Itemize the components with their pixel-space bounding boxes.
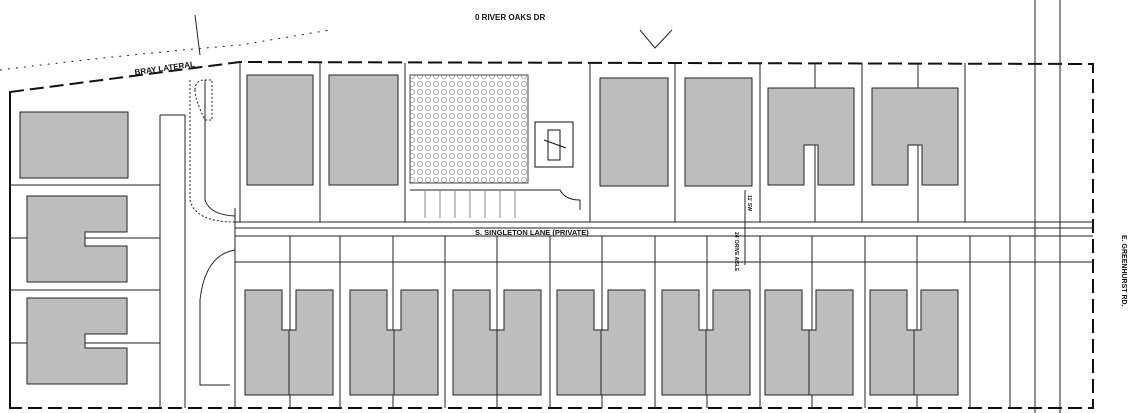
duplex-building	[767, 87, 855, 186]
duplex-building	[26, 297, 128, 385]
parking-stalls	[424, 190, 516, 218]
road-edge-north	[0, 29, 331, 71]
curb	[204, 80, 236, 217]
east-street-label: E. GREENHURST RD.	[1120, 235, 1127, 307]
dimension-drive: 24' DRIVE AISLE	[733, 232, 739, 272]
curb	[199, 249, 236, 386]
building	[684, 77, 753, 187]
lane-label: S. SINGLETON LANE (PRIVATE)	[475, 228, 589, 237]
context-line	[194, 14, 201, 56]
playground-icon	[543, 129, 567, 161]
west-access-drive	[159, 114, 186, 408]
building	[599, 77, 669, 187]
curb	[189, 80, 236, 223]
duplex-building	[26, 195, 128, 283]
duplex-building	[871, 87, 959, 186]
island	[194, 79, 213, 121]
open-space-park	[409, 74, 529, 184]
building	[246, 74, 314, 186]
north-arrow-mark	[639, 29, 673, 49]
north-street-label: 0 RIVER OAKS DR	[475, 13, 545, 22]
building	[328, 74, 399, 186]
building	[19, 111, 129, 179]
canal-label: BRAY LATERAL	[134, 60, 196, 77]
dimension-sidewalk: 11' SW	[746, 195, 752, 211]
parking-area	[410, 189, 581, 210]
